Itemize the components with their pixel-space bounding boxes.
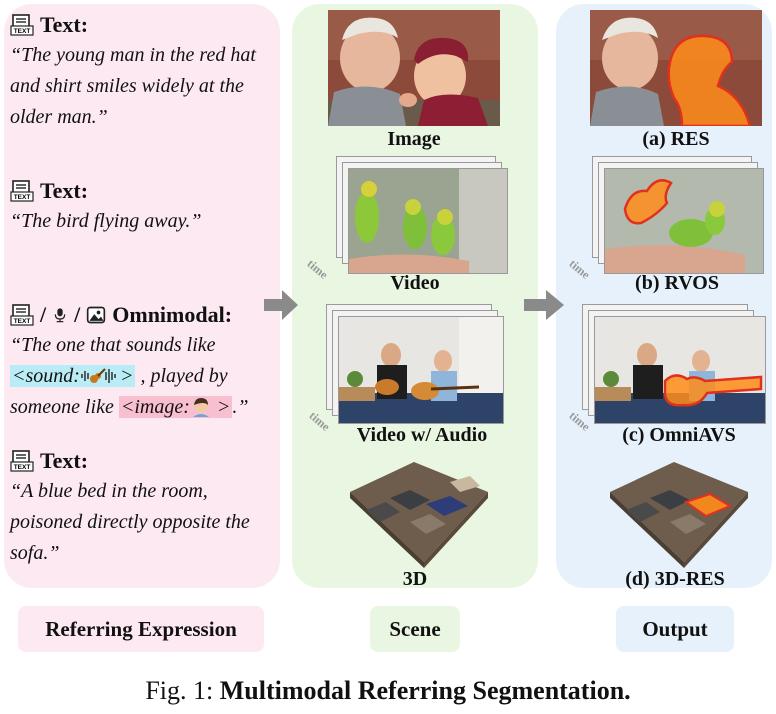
scene-caption-video: Video <box>390 272 440 294</box>
scene-image <box>328 10 500 126</box>
expression-1-head: Text: <box>40 12 89 37</box>
segmentation-mask <box>683 492 733 518</box>
scene-caption-video-audio: Video w/ Audio <box>356 424 488 446</box>
expression-1: TEXT Text: “The young man in the red hat… <box>10 12 278 133</box>
figure-caption-title: Multimodal Referring Segmentation. <box>219 676 631 705</box>
svg-text:TEXT: TEXT <box>14 464 31 471</box>
segmentation-mask <box>623 179 673 225</box>
svg-text:TEXT: TEXT <box>14 318 31 325</box>
expression-3: TEXT / / Omnimodal: “The one that sounds… <box>10 302 278 423</box>
output-3d-res <box>590 458 760 568</box>
right-arrow-icon <box>264 290 298 320</box>
scene-caption-image: Image <box>387 128 441 150</box>
segmentation-mask <box>663 374 763 407</box>
expression-2-body: “The bird flying away.” <box>10 210 202 232</box>
expression-3-mid: , played by <box>135 365 228 387</box>
expression-3-line1: “The one that sounds like <box>10 334 216 356</box>
guitar-waveform-icon <box>81 368 116 383</box>
scene-video <box>348 168 508 274</box>
expression-2-head: Text: <box>40 178 89 203</box>
output-res <box>590 10 762 126</box>
scene-3d <box>330 458 500 568</box>
expression-1-body: “The young man in the red hat and shirt … <box>10 44 256 128</box>
output-omniavs <box>594 316 766 424</box>
text-doc-icon: TEXT <box>10 14 34 36</box>
text-doc-icon: TEXT <box>10 304 34 326</box>
expression-4-body: “A blue bed in the room, poisoned direct… <box>10 480 250 564</box>
output-caption-omniavs: (c) OmniAVS <box>622 424 736 446</box>
right-arrow-icon <box>524 290 564 320</box>
expression-4-head: Text: <box>40 448 89 473</box>
output-caption-rvos: (b) RVOS <box>635 272 719 294</box>
label-output: Output <box>616 606 734 652</box>
boy-face-icon <box>192 398 209 417</box>
scene-caption-3d: 3D <box>402 568 428 590</box>
output-caption-res: (a) RES <box>642 128 710 150</box>
separator: / <box>40 302 47 327</box>
referring-expression-panel <box>4 4 280 588</box>
sound-tag: <sound: > <box>10 365 136 387</box>
microphone-icon <box>54 308 66 323</box>
figure-caption-prefix: Fig. 1: <box>145 676 220 705</box>
text-doc-icon: TEXT <box>10 180 34 202</box>
text-doc-icon: TEXT <box>10 450 34 472</box>
picture-icon <box>87 306 106 324</box>
expression-3-end: .” <box>232 396 249 418</box>
output-caption-3d-res: (d) 3D-RES <box>625 568 725 590</box>
separator: / <box>74 302 81 327</box>
label-referring-expression: Referring Expression <box>18 606 264 652</box>
expression-3-head: Omnimodal: <box>112 302 233 327</box>
svg-text:TEXT: TEXT <box>14 28 31 35</box>
scene-video-audio <box>338 316 504 424</box>
output-rvos <box>604 168 764 274</box>
label-scene: Scene <box>370 606 460 652</box>
segmentation-mask <box>667 34 752 126</box>
expression-2: TEXT Text: “The bird flying away.” <box>10 178 278 237</box>
svg-text:TEXT: TEXT <box>14 194 31 201</box>
expression-4: TEXT Text: “A blue bed in the room, pois… <box>10 448 278 569</box>
image-tag: <image: > <box>118 396 233 418</box>
expression-3-line3: someone like <box>10 396 119 418</box>
figure-caption: Fig. 1: Multimodal Referring Segmentatio… <box>0 676 776 706</box>
